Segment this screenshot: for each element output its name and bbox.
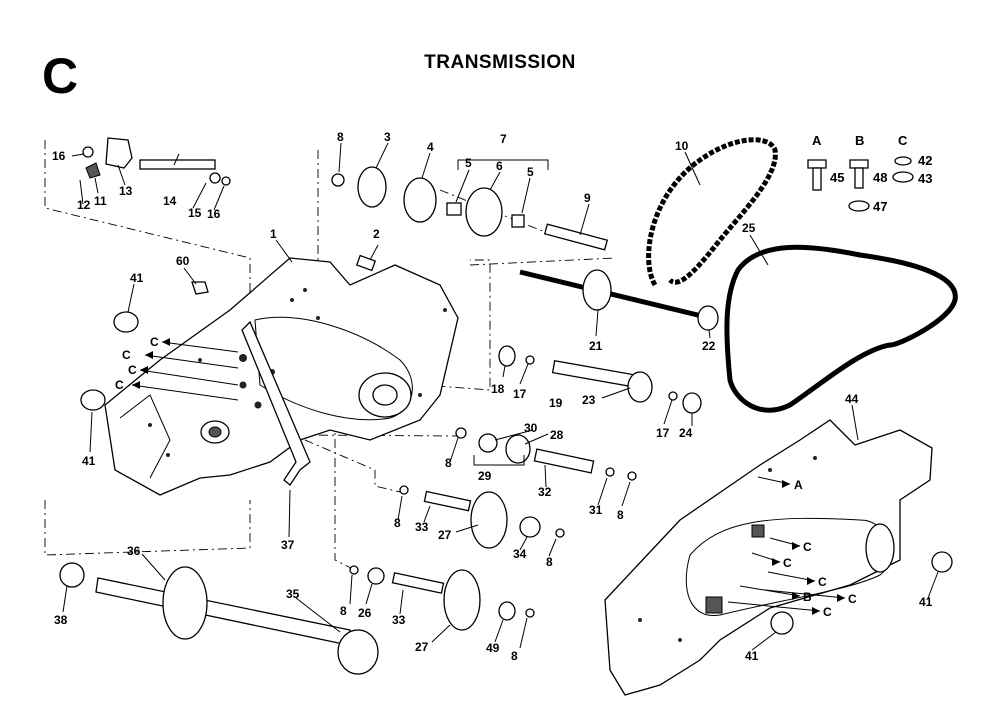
label-8a: 8 [337,130,344,144]
label-15: 15 [188,206,202,220]
arrow-letter-b: B [803,590,812,604]
shift-rod-assembly [82,137,231,186]
arrow-letter-c2: C [122,348,131,362]
arrow-letter-c3: C [128,363,137,377]
label-41b: 41 [82,454,96,468]
label-35: 35 [286,587,300,601]
label-18: 18 [491,382,505,396]
label-33b: 33 [392,613,406,627]
arrow-letter-c9: C [823,605,832,619]
label-2: 2 [373,227,380,241]
label-12: 12 [77,198,91,212]
key-column-a: A [812,133,822,148]
label-41a: 41 [130,271,144,285]
label-8b: 8 [445,456,452,470]
label-8d: 8 [546,555,553,569]
label-37: 37 [281,538,295,552]
label-16b: 16 [207,207,221,221]
arrow-letter-a: A [794,478,803,492]
arrow-letter-c6: C [783,556,792,570]
key-item-47: 47 [873,199,887,214]
section-letter: C [42,48,79,104]
label-23: 23 [582,393,596,407]
label-17a: 17 [513,387,527,401]
label-41d: 41 [745,649,759,663]
label-44: 44 [845,392,859,406]
label-38: 38 [54,613,68,627]
key-item-45: 45 [830,170,844,185]
label-27a: 27 [438,528,452,542]
label-31: 31 [589,503,603,517]
key-item-43: 43 [918,171,932,186]
bushings-41 [80,311,953,635]
key-column-c: C [898,133,908,148]
label-25: 25 [742,221,756,235]
label-32: 32 [538,485,552,499]
arrow-letters: C C C C A C C C B C C [115,335,857,619]
gearcase-left-half [104,257,459,496]
label-1: 1 [270,227,277,241]
label-5a: 5 [465,156,472,170]
arrow-letter-c5: C [803,540,812,554]
label-49: 49 [486,641,500,655]
label-8f: 8 [340,604,347,618]
label-8g: 8 [511,649,518,663]
hardware-key [807,156,914,212]
leader-lines [62,142,939,651]
label-16a: 16 [52,149,66,163]
output-axle-assembly [59,562,379,675]
label-28: 28 [550,428,564,442]
label-8e: 8 [617,508,624,522]
label-33a: 33 [415,520,429,534]
arrow-letter-c4: C [115,378,124,392]
key-item-48: 48 [873,170,887,185]
label-29: 29 [478,469,492,483]
part-labels: 1 2 3 4 5 5 6 7 8 8 8 8 8 8 9 10 11 12 1… [52,130,933,663]
gasket [724,244,958,413]
label-26: 26 [358,606,372,620]
lower-shaft-assembly [349,427,637,631]
label-22: 22 [702,339,716,353]
fitting-60 [191,281,209,295]
label-8c: 8 [394,516,401,530]
label-36: 36 [127,544,141,558]
drive-chain [646,137,778,287]
label-30: 30 [524,421,538,435]
label-3: 3 [384,130,391,144]
label-21: 21 [589,339,603,353]
upper-gear-stack [331,166,609,272]
key-column-b: B [855,133,864,148]
label-9: 9 [584,191,591,205]
label-60: 60 [176,254,190,268]
label-34: 34 [513,547,527,561]
arrow-letter-c8: C [848,592,857,606]
label-4: 4 [427,140,434,154]
label-19: 19 [549,396,563,410]
label-5b: 5 [527,165,534,179]
label-17b: 17 [656,426,670,440]
label-11: 11 [94,194,107,208]
page-title: TRANSMISSION [424,52,576,73]
hardware-key-labels: A B C 45 48 42 43 47 [812,133,932,214]
right-side-cover [604,419,933,696]
label-6: 6 [496,159,503,173]
label-27b: 27 [415,640,429,654]
arrow-letter-c7: C [818,575,827,589]
key-item-42: 42 [918,153,932,168]
label-13: 13 [119,184,133,198]
label-14: 14 [163,194,177,208]
label-10: 10 [675,139,689,153]
label-24: 24 [679,426,693,440]
mid-shaft-assembly [498,269,719,414]
arrow-letter-c1: C [150,335,159,349]
label-41c: 41 [919,595,933,609]
label-7: 7 [500,132,507,146]
